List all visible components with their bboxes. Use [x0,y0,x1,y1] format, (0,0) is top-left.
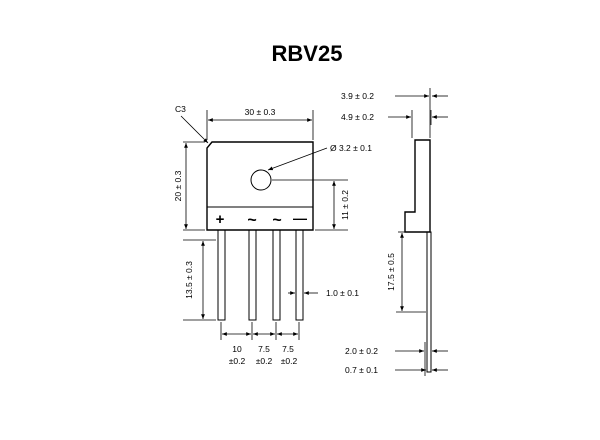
side-thickness-label: 3.9 ± 0.2 [341,91,374,101]
pitch-second-tolerance: ±0.2 [256,356,273,366]
package-body [206,141,314,231]
side-view: 3.9 ± 0.2 4.9 ± 0.2 17.5 ± 0.5 2.0 ± 0.2… [341,88,448,376]
side-lead-length-label: 17.5 ± 0.5 [386,253,396,291]
drawing-title: RBV25 [272,41,343,66]
side-lead [426,231,432,373]
hole-edge-dimension-label: 11 ± 0.2 [340,190,350,220]
front-view: + ~ ~ — 30 ± 0.3 C3 20 ± 0.3 Ø 3.2 ± 0.1… [173,104,372,366]
side-offset-label: 4.9 ± 0.2 [341,112,374,122]
terminal-plus-label: + [216,211,225,228]
chamfer-label: C3 [175,104,186,114]
lead-length-dimension-label: 13.5 ± 0.3 [184,261,194,299]
terminal-ac1-label: ~ [247,212,256,229]
terminal-ac2-label: ~ [272,212,281,229]
height-dimension-label: 20 ± 0.3 [173,170,183,201]
lead-minus [295,229,304,321]
mounting-hole [250,169,272,191]
pitch-second-value: 7.5 [258,344,270,354]
hole-diameter-leader [267,147,328,171]
lead-plus [217,229,226,321]
lead-width-label: 1.0 ± 0.1 [326,288,359,298]
terminal-minus-label: — [293,210,307,226]
pitch-first-value: 10 [232,344,242,354]
chamfer-leader [180,115,209,144]
side-lead-thickness-label: 0.7 ± 0.1 [345,365,378,375]
lead-ac1 [248,229,257,321]
side-span-label: 2.0 ± 0.2 [345,346,378,356]
hole-diameter-label: Ø 3.2 ± 0.1 [330,143,372,153]
width-dimension-label: 30 ± 0.3 [245,107,276,117]
pitch-third-value: 7.5 [282,344,294,354]
side-body-profile [404,139,431,233]
pitch-third-tolerance: ±0.2 [281,356,298,366]
lead-ac2 [272,229,281,321]
pitch-first-tolerance: ±0.2 [229,356,246,366]
